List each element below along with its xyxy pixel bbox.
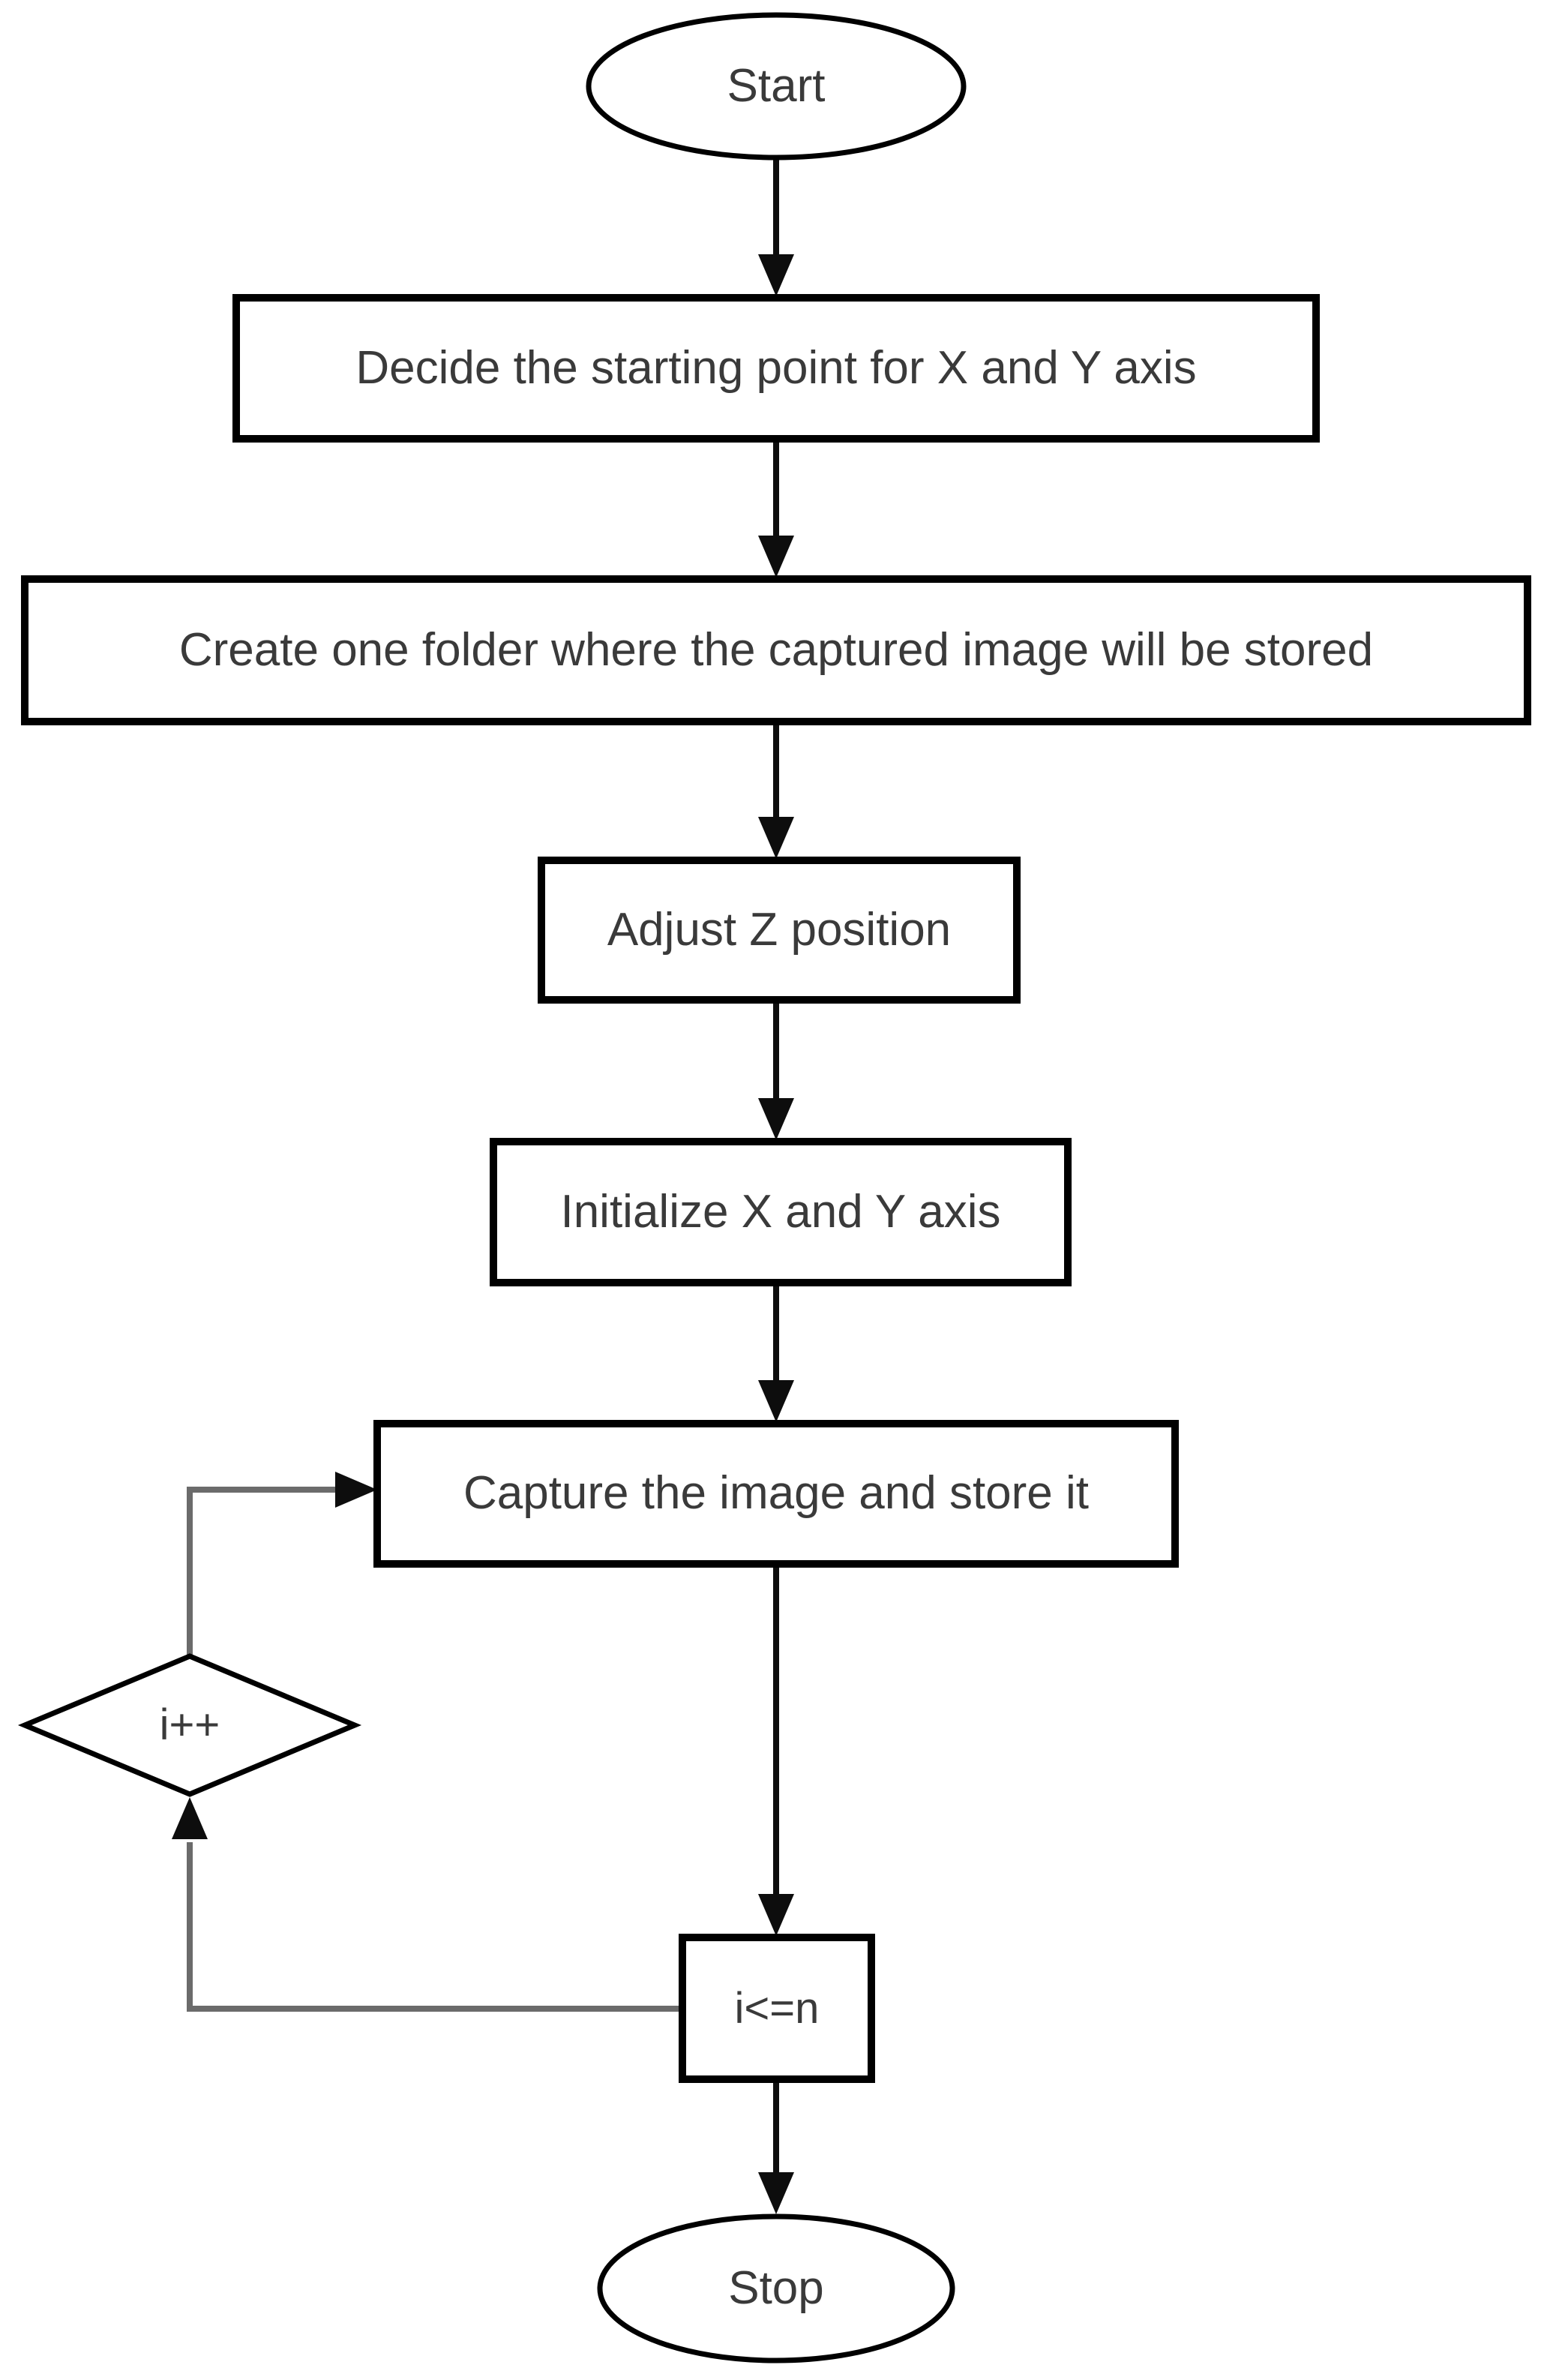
- process-decide-start-point-shape: [232, 294, 1320, 443]
- process-init-xy-label: Initialize X and Y axis: [560, 1185, 1001, 1238]
- main-arrowheads: [758, 254, 794, 2214]
- arrowhead-adjustz-to-initxy: [758, 1098, 794, 1140]
- decision-increment-shape: [17, 1653, 362, 1797]
- terminator-start-label: Start: [727, 59, 826, 112]
- decision-increment-label: i++: [159, 1700, 220, 1750]
- arrowhead-createfolder-to-adjustz: [758, 817, 794, 859]
- process-init-xy-shape: [490, 1138, 1072, 1286]
- process-create-folder-shape: [21, 575, 1531, 725]
- process-capture-store-label: Capture the image and store it: [463, 1467, 1090, 1520]
- process-decide-start-point-label: Decide the starting point for X and Y ax…: [355, 341, 1197, 394]
- process-adjust-z-label: Adjust Z position: [607, 903, 952, 956]
- process-loop-condition-shape: [679, 1934, 875, 2083]
- terminator-stop-shape: [597, 2213, 955, 2363]
- process-create-folder-label: Create one folder where the captured ima…: [178, 623, 1374, 676]
- arrowhead-increment-to-capture: [335, 1472, 377, 1508]
- arrowhead-condition-to-increment: [172, 1797, 208, 1839]
- process-adjust-z-shape: [538, 857, 1021, 1004]
- arrowhead-initxy-to-capture: [758, 1380, 794, 1422]
- arrowhead-condition-to-stop: [758, 2172, 794, 2214]
- arrowhead-capture-to-condition: [758, 1894, 794, 1936]
- loop-arrowheads: [172, 1472, 377, 1839]
- terminator-stop-label: Stop: [728, 2261, 824, 2314]
- arrowhead-decide-to-createfolder: [758, 536, 794, 578]
- process-capture-store-shape: [373, 1420, 1179, 1568]
- arrow-condition-to-increment-line: [187, 1842, 682, 2012]
- arrowhead-start-to-decide: [758, 254, 794, 296]
- arrow-increment-to-capture-line: [187, 1487, 338, 1656]
- terminator-start-shape: [586, 12, 967, 161]
- process-loop-condition-label: i<=n: [734, 1983, 820, 2033]
- loop-arrows: [187, 1487, 682, 2012]
